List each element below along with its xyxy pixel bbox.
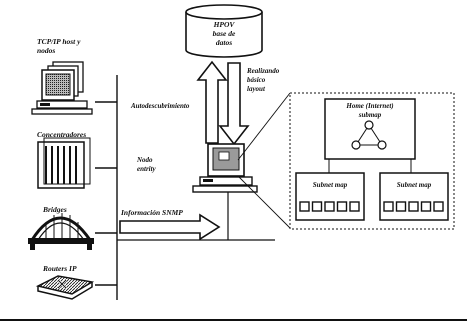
autodiscovery-label: Autodescubrimiento	[131, 102, 189, 111]
layout-label-line3: layout	[247, 85, 279, 94]
station-label-line2: entrity	[137, 165, 156, 174]
routers-label: Routers IP	[43, 264, 77, 273]
home-submap-label: Home (Internet) submap	[327, 102, 413, 120]
snmp-label: Información SNMP	[121, 208, 183, 217]
subnet-node-square	[338, 202, 347, 211]
layout-label: Realizando básico layout	[247, 67, 279, 94]
database-label-line1: HPOV	[199, 20, 249, 29]
subnet-node-square	[434, 202, 443, 211]
subnet-node-square	[384, 202, 393, 211]
subnet-node-square	[409, 202, 418, 211]
zoom-line	[238, 176, 290, 228]
subnet-node-square	[422, 202, 431, 211]
station-label-line1: Nodo	[137, 156, 156, 165]
snmp-info-arrow	[120, 215, 219, 239]
subnet-node-square	[350, 202, 359, 211]
tcpip-host-label: TCP/IP host y nodos	[37, 37, 80, 55]
bridge-icon	[28, 213, 94, 250]
tcpip-host-label-line2: nodos	[37, 46, 80, 55]
subnet-map-left-label: Subnet map	[296, 181, 364, 190]
database-label-line3: datos	[199, 38, 249, 47]
subnet-node-square	[313, 202, 322, 211]
bridges-label: Bridges	[43, 205, 67, 214]
subnet-node-square	[397, 202, 406, 211]
concentrators-label: Concentradores	[37, 130, 86, 139]
subnet-left-slots	[300, 202, 359, 211]
autodiscovery-arrow	[198, 62, 226, 143]
subnet-node-square	[325, 202, 334, 211]
subnet-node-square	[300, 202, 309, 211]
database-label: HPOV base de datos	[199, 20, 249, 47]
station-label: Nodo entrity	[137, 156, 156, 174]
layout-label-line2: básico	[247, 76, 279, 85]
router-icon	[38, 276, 92, 299]
subnet-right-slots	[384, 202, 443, 211]
layout-arrow	[220, 63, 248, 144]
layout-label-line1: Realizando	[247, 67, 279, 76]
database-label-line2: base de	[199, 29, 249, 38]
tcpip-host-label-line1: TCP/IP host y	[37, 37, 80, 46]
home-submap-label-line2: submap	[327, 111, 413, 120]
subnet-map-right-label: Subnet map	[380, 181, 448, 190]
concentrator-icon	[38, 138, 90, 188]
tcpip-host-icon	[32, 62, 92, 114]
home-submap-label-line1: Home (Internet)	[327, 102, 413, 111]
